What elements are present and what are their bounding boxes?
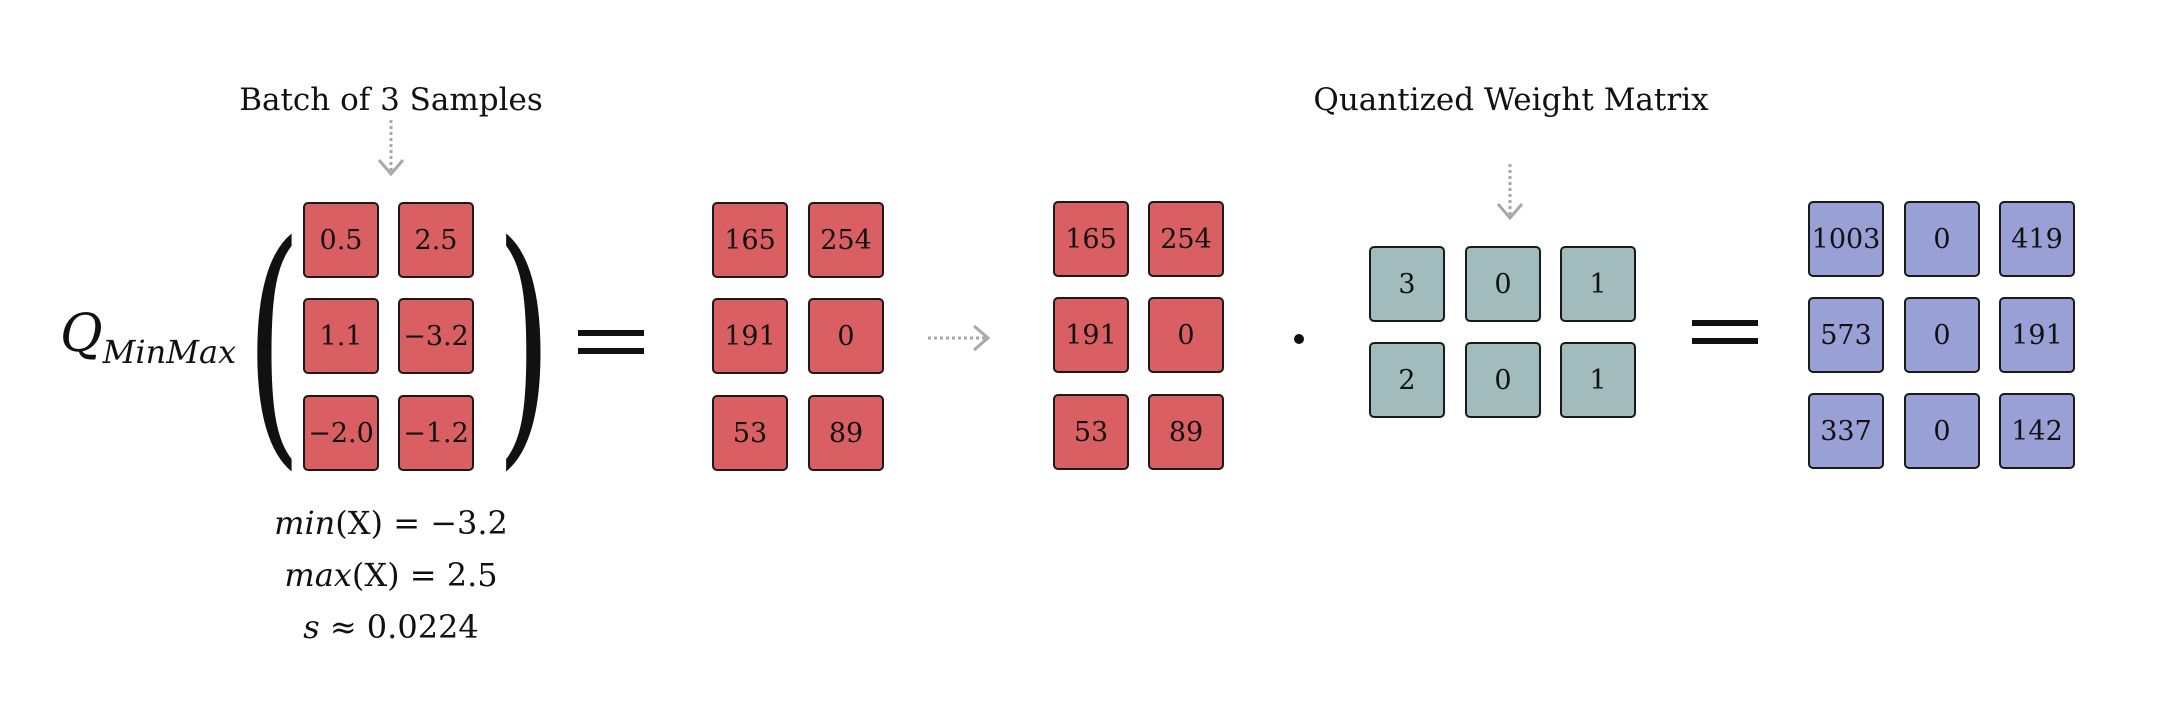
quantized-cell: 0 bbox=[808, 298, 884, 374]
right-arrow-icon bbox=[928, 324, 991, 352]
result-cell: 0 bbox=[1904, 393, 1980, 469]
scale-stat: s ≈ 0.0224 bbox=[303, 608, 479, 646]
input-cell: −3.2 bbox=[398, 298, 474, 374]
result-cell: 337 bbox=[1808, 393, 1884, 469]
copied-cell: 191 bbox=[1053, 297, 1129, 373]
copied-cell: 53 bbox=[1053, 394, 1129, 470]
input-cell: 1.1 bbox=[303, 298, 379, 374]
input-cell: −1.2 bbox=[398, 395, 474, 471]
weight-cell: 1 bbox=[1560, 246, 1636, 322]
scale-var: s bbox=[303, 608, 320, 646]
input-cell: 0.5 bbox=[303, 202, 379, 278]
quantized-cell: 165 bbox=[712, 202, 788, 278]
weight-cell: 0 bbox=[1465, 246, 1541, 322]
scale-value: ≈ 0.0224 bbox=[319, 608, 479, 646]
result-cell: 142 bbox=[1999, 393, 2075, 469]
quantized-cell: 254 bbox=[808, 202, 884, 278]
right-caption: Quantized Weight Matrix bbox=[1313, 82, 1709, 118]
multiply-dot bbox=[1294, 334, 1304, 344]
copied-cell: 89 bbox=[1148, 394, 1224, 470]
left-caption: Batch of 3 Samples bbox=[239, 82, 543, 118]
input-cell: 2.5 bbox=[398, 202, 474, 278]
q-symbol: Q bbox=[60, 304, 103, 364]
min-stat: min(X) = −3.2 bbox=[274, 504, 508, 542]
weight-cell: 0 bbox=[1465, 342, 1541, 418]
quantized-cell: 191 bbox=[712, 298, 788, 374]
weight-cell: 2 bbox=[1369, 342, 1445, 418]
quantized-cell: 53 bbox=[712, 395, 788, 471]
q-subscript: MinMax bbox=[102, 333, 237, 371]
min-fn: min bbox=[274, 504, 336, 542]
copied-cell: 254 bbox=[1148, 201, 1224, 277]
result-cell: 1003 bbox=[1808, 201, 1884, 277]
result-cell: 419 bbox=[1999, 201, 2075, 277]
down-arrow-left-icon bbox=[377, 120, 405, 177]
quantizer-label: QMinMax bbox=[60, 304, 236, 371]
result-cell: 191 bbox=[1999, 297, 2075, 373]
quantized-cell: 89 bbox=[808, 395, 884, 471]
result-cell: 0 bbox=[1904, 297, 1980, 373]
right-parenthesis: ) bbox=[496, 191, 552, 493]
copied-cell: 0 bbox=[1148, 297, 1224, 373]
max-value: (X) = 2.5 bbox=[351, 556, 498, 594]
copied-cell: 165 bbox=[1053, 201, 1129, 277]
max-fn: max bbox=[284, 556, 352, 594]
left-parenthesis: ( bbox=[246, 191, 302, 493]
min-value: (X) = −3.2 bbox=[335, 504, 508, 542]
input-cell: −2.0 bbox=[303, 395, 379, 471]
result-cell: 0 bbox=[1904, 201, 1980, 277]
weight-cell: 3 bbox=[1369, 246, 1445, 322]
max-stat: max(X) = 2.5 bbox=[284, 556, 497, 594]
down-arrow-right-icon bbox=[1496, 164, 1524, 221]
result-cell: 573 bbox=[1808, 297, 1884, 373]
weight-cell: 1 bbox=[1560, 342, 1636, 418]
